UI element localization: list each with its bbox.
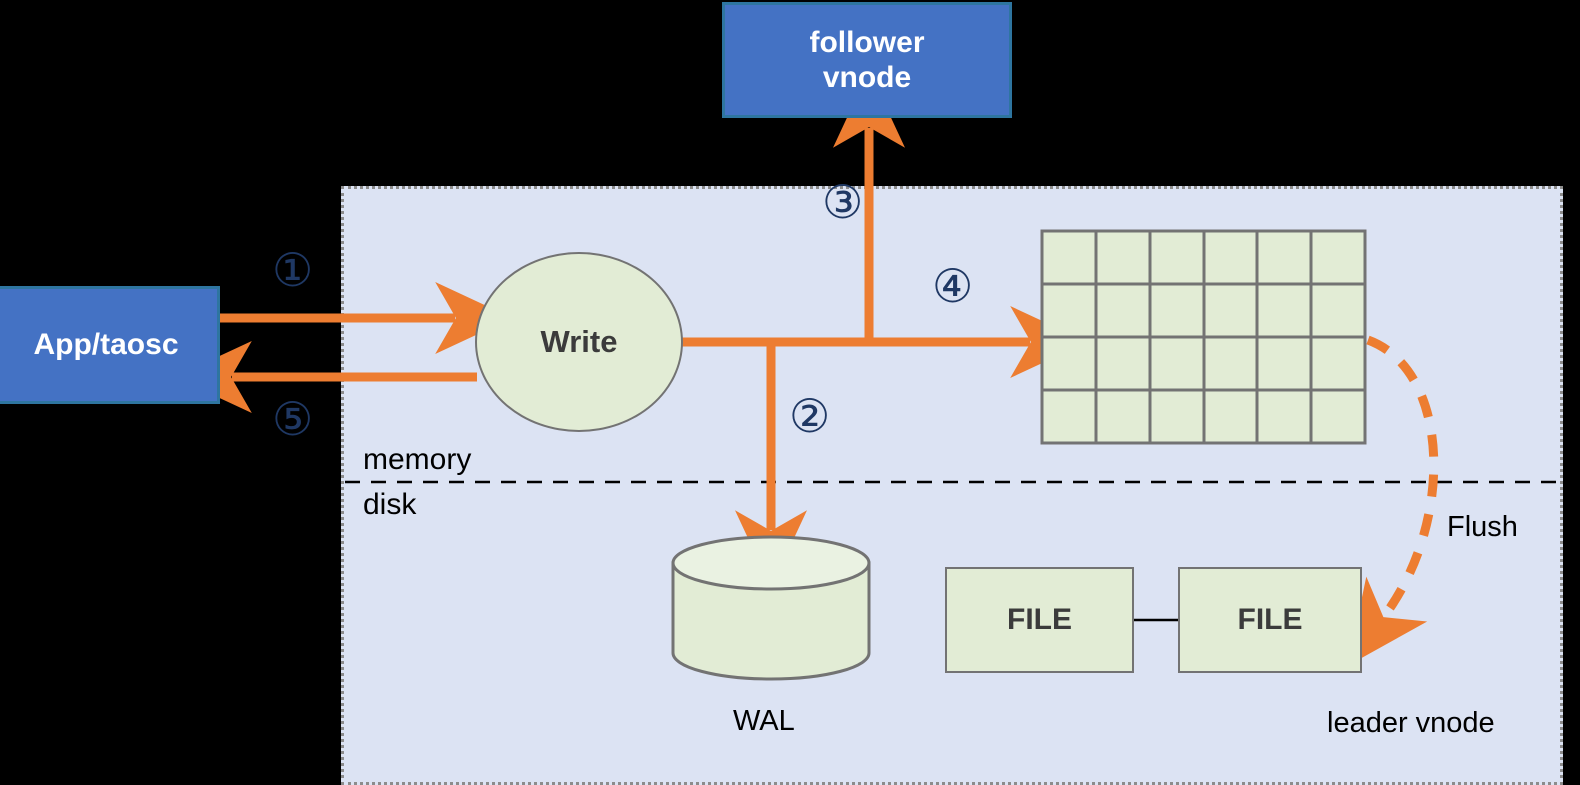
app-taosc-box[interactable]: App/taosc	[0, 286, 220, 404]
arrow-flush-to-file	[1347, 335, 1439, 666]
follower-vnode-label-line1: follower	[809, 25, 925, 59]
step-marker-1: ①	[272, 244, 314, 296]
write-label: Write	[540, 324, 618, 359]
app-taosc-label: App/taosc	[33, 328, 179, 362]
step-marker-4: ④	[932, 260, 974, 312]
file-box-left[interactable]: FILE	[945, 567, 1134, 673]
disk-label: disk	[363, 488, 417, 521]
file-box-left-label: FILE	[1007, 603, 1072, 636]
follower-vnode-label-line2: vnode	[822, 61, 912, 94]
step-marker-3: ③	[822, 176, 864, 228]
memtable-grid	[1040, 229, 1367, 445]
wal-label: WAL	[733, 705, 795, 737]
leader-vnode-caption: leader vnode	[1327, 707, 1495, 739]
step-marker-5: ⑤	[272, 393, 314, 445]
file-box-right[interactable]: FILE	[1178, 567, 1362, 673]
follower-vnode-box[interactable]: follower vnode	[722, 2, 1012, 118]
memory-label: memory	[363, 443, 472, 476]
file-box-right-label: FILE	[1237, 603, 1303, 636]
write-node[interactable]: Write	[475, 252, 683, 432]
step-marker-2: ②	[789, 390, 831, 442]
wal-cylinder	[671, 535, 871, 681]
flush-label: Flush	[1447, 511, 1518, 543]
